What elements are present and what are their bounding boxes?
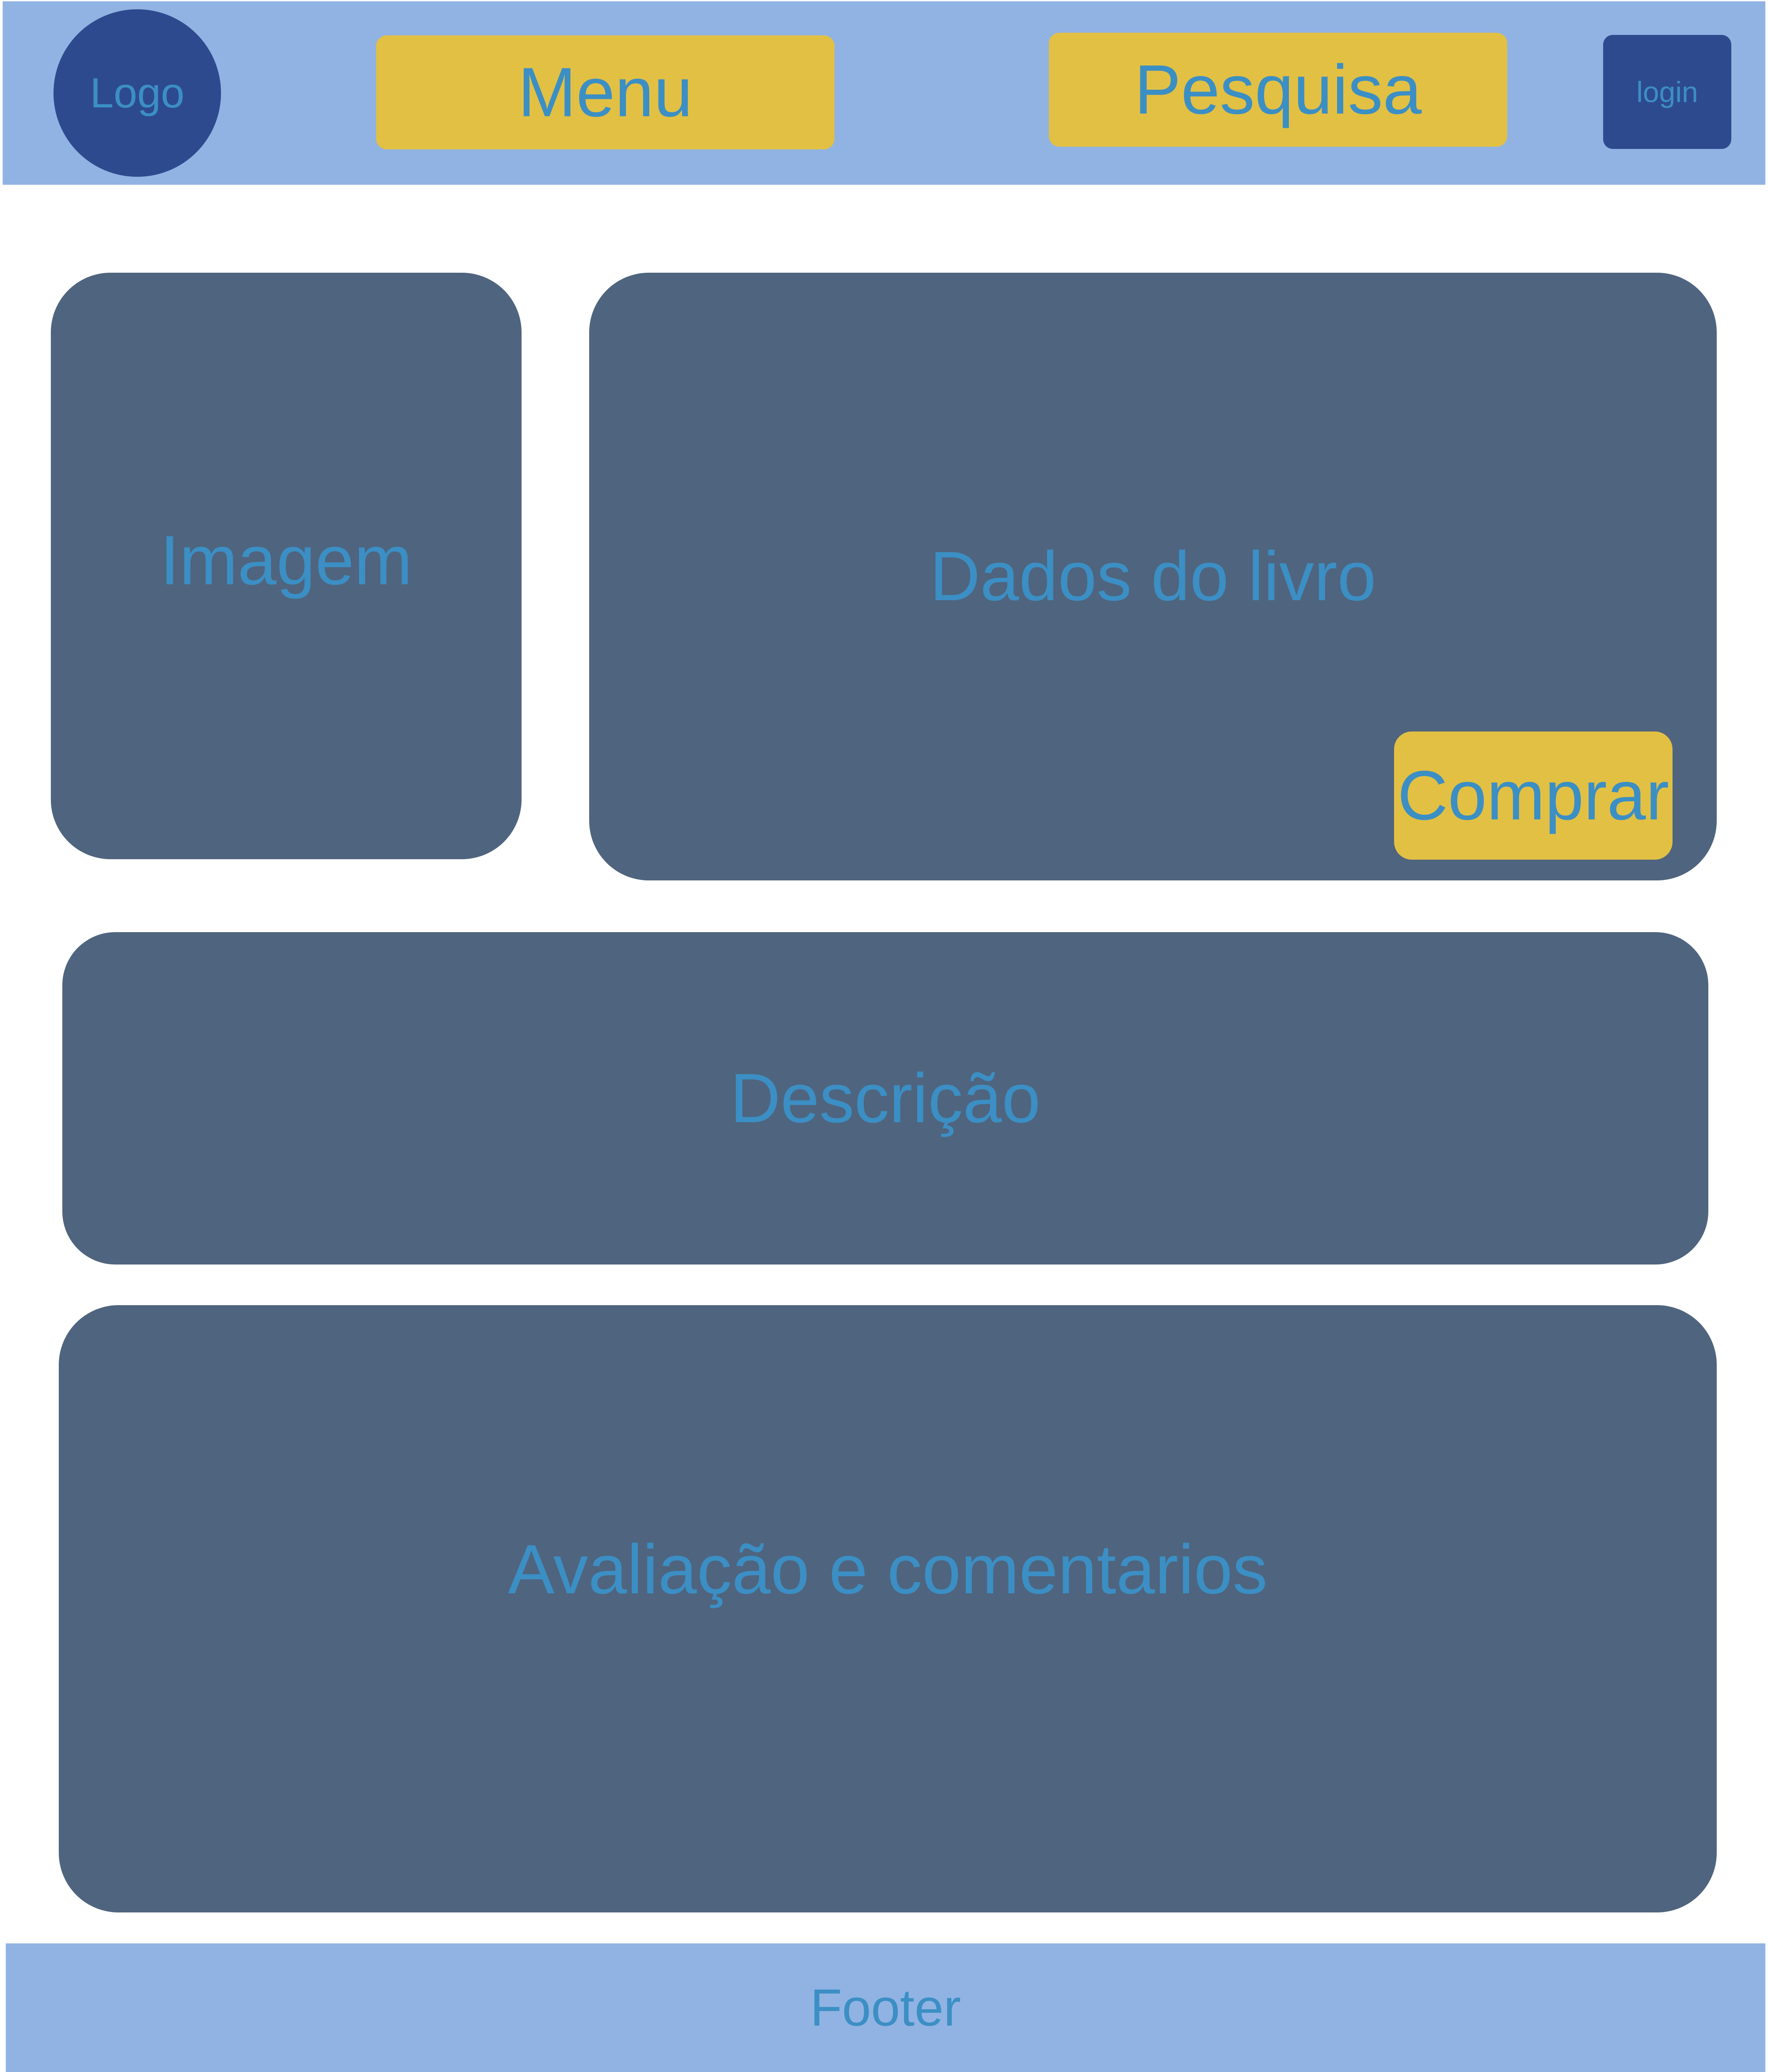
search-button[interactable]: Pesquisa [1049, 33, 1507, 147]
search-label: Pesquisa [1134, 50, 1422, 129]
buy-button-label: Comprar [1397, 756, 1669, 834]
book-data-area: Dados do livro [589, 273, 1717, 880]
book-data-label: Dados do livro [930, 537, 1376, 615]
book-data-panel: Dados do livro Comprar [589, 273, 1717, 880]
description-panel: Descrição [62, 932, 1708, 1265]
menu-button[interactable]: Menu [376, 35, 834, 149]
footer-bar: Footer [6, 1943, 1765, 2072]
login-label: login [1636, 76, 1698, 108]
login-button[interactable]: login [1603, 35, 1731, 149]
logo[interactable]: Logo [53, 9, 221, 177]
book-image-label: Imagem [160, 522, 412, 599]
menu-label: Menu [518, 53, 693, 131]
book-image-panel: Imagem [51, 273, 522, 859]
buy-button[interactable]: Comprar [1394, 731, 1673, 860]
header-bar: Logo Menu Pesquisa login [3, 1, 1765, 185]
reviews-label: Avaliação e comentarios [508, 1530, 1268, 1608]
logo-label: Logo [90, 69, 185, 117]
footer-label: Footer [810, 1978, 961, 2037]
reviews-panel: Avaliação e comentarios [59, 1305, 1717, 1912]
description-label: Descrição [730, 1059, 1041, 1137]
